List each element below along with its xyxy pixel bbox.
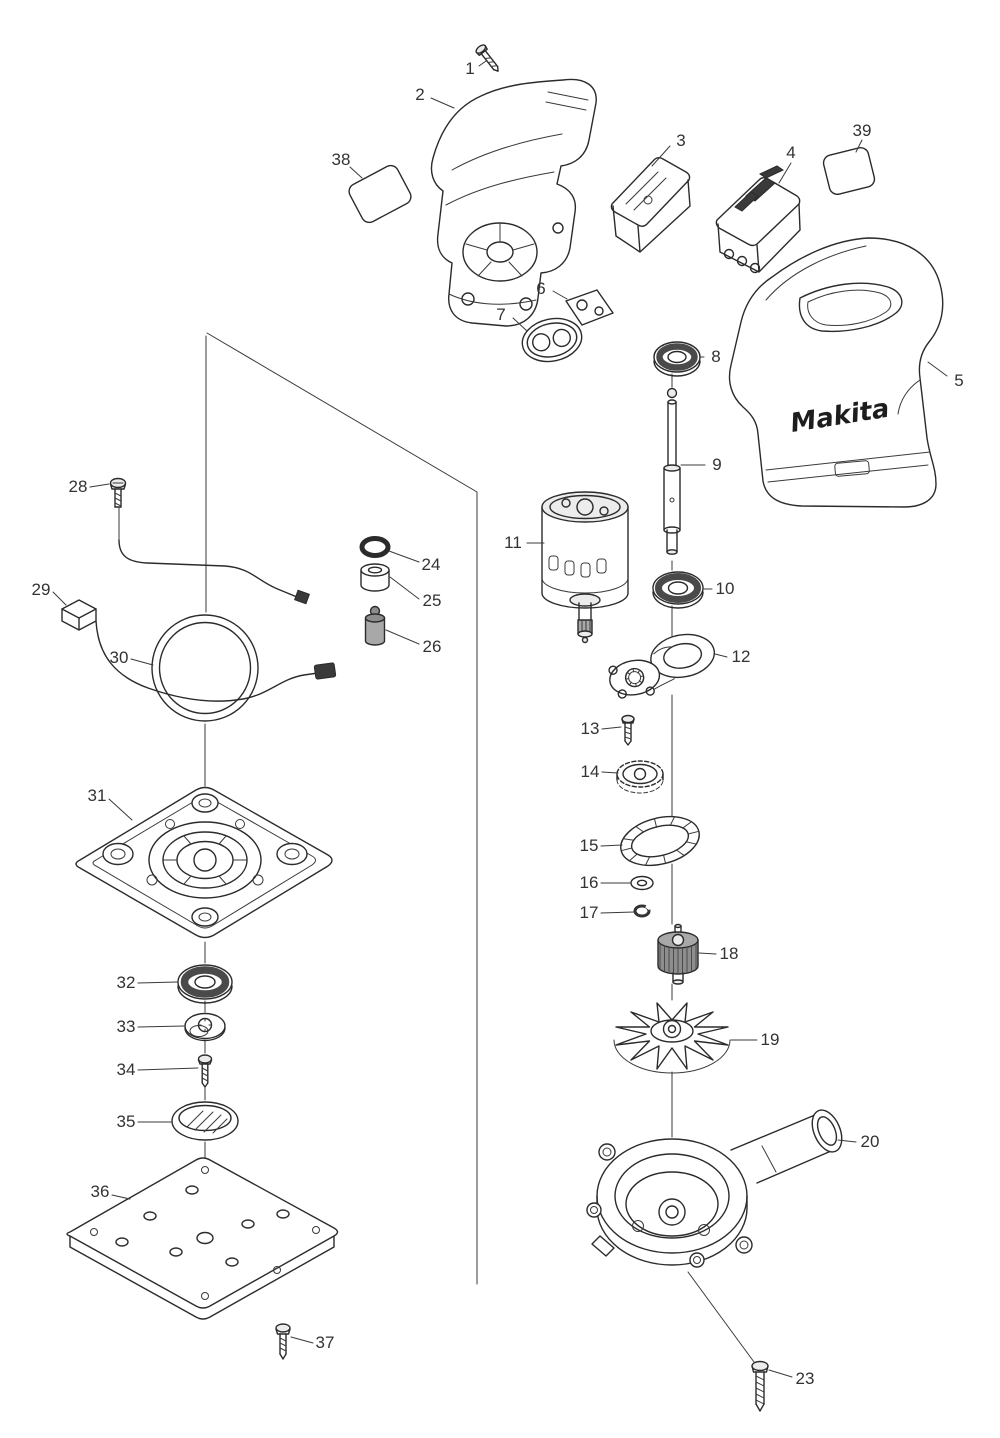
part-callout-39: 39	[852, 121, 872, 140]
part-callout-9: 9	[712, 455, 722, 474]
part-8-bearing	[653, 341, 701, 377]
part-callout-7: 7	[496, 305, 506, 324]
part-callout-13: 13	[580, 719, 600, 738]
part-33-counterweight	[184, 1012, 226, 1042]
part-19-fan	[613, 1002, 731, 1074]
part-29-connector	[61, 599, 97, 631]
leader-lines	[52, 60, 948, 1378]
part-23-screw	[751, 1360, 769, 1412]
part-37-screw	[275, 1323, 291, 1360]
part-callout-3: 3	[676, 131, 686, 150]
part-callout-32: 32	[116, 973, 136, 992]
part-17-retaining-ring	[633, 904, 651, 918]
part-39-label	[822, 147, 876, 195]
part-callout-16: 16	[579, 873, 599, 892]
part-callout-18: 18	[719, 944, 739, 963]
part-callout-12: 12	[731, 647, 751, 666]
part-callout-15: 15	[579, 836, 599, 855]
part-13-screw	[621, 714, 635, 746]
part-5-housing: Makita	[728, 237, 944, 508]
part-31-base-housing	[75, 786, 333, 939]
part-callout-4: 4	[786, 143, 796, 162]
part-callout-14: 14	[580, 762, 600, 781]
part-4-controller	[715, 165, 801, 274]
part-callout-34: 34	[116, 1060, 136, 1079]
part-14-gear	[616, 760, 664, 794]
part-callout-31: 31	[87, 786, 107, 805]
part-callout-25: 25	[422, 591, 442, 610]
part-36-base-plate	[66, 1157, 339, 1320]
part-1-screw	[475, 44, 499, 72]
part-20-bearing-box	[586, 1109, 843, 1268]
part-6-plate	[565, 289, 614, 326]
part-callout-35: 35	[116, 1112, 136, 1131]
part-callout-29: 29	[31, 580, 51, 599]
part-24-o-ring	[359, 536, 391, 558]
part-callout-37: 37	[315, 1333, 335, 1352]
part-25-sleeve	[360, 563, 390, 592]
part-callout-5: 5	[954, 371, 964, 390]
part-callout-6: 6	[536, 279, 546, 298]
part-callout-30: 30	[109, 648, 129, 667]
part-12-bearing-plate	[608, 633, 716, 699]
part-38-label	[348, 164, 412, 224]
part-callout-17: 17	[579, 903, 599, 922]
part-callout-1: 1	[465, 59, 475, 78]
part-callout-26: 26	[422, 637, 442, 656]
part-30-wire-ring	[95, 507, 337, 722]
part-callout-28: 28	[68, 477, 88, 496]
part-7-button	[521, 317, 583, 363]
part-2-housing-half	[430, 78, 597, 327]
part-15-seal-ring	[620, 815, 700, 867]
part-callout-10: 10	[715, 579, 735, 598]
part-16-washer	[630, 875, 654, 891]
part-callout-23: 23	[795, 1369, 815, 1388]
part-32-bearing	[177, 964, 233, 1004]
part-callout-24: 24	[421, 555, 441, 574]
part-10-bearing	[652, 571, 704, 609]
part-11-motor	[541, 491, 629, 644]
part-26-pin	[364, 605, 386, 646]
construction-lines	[204, 332, 755, 1363]
part-callout-20: 20	[860, 1132, 880, 1151]
part-callout-11: 11	[504, 533, 522, 552]
part-18-pinion-gear	[657, 923, 699, 985]
part-34-screw	[197, 1054, 213, 1088]
part-callout-36: 36	[90, 1182, 110, 1201]
part-28-screw	[109, 477, 127, 508]
part-9-spindle	[663, 387, 681, 555]
part-callout-19: 19	[760, 1030, 780, 1049]
part-3-switch-block	[610, 157, 691, 253]
part-callout-33: 33	[116, 1017, 136, 1036]
part-callout-2: 2	[415, 85, 425, 104]
part-35-cushion	[171, 1101, 239, 1141]
part-callout-8: 8	[711, 347, 721, 366]
part-callout-38: 38	[331, 150, 351, 169]
